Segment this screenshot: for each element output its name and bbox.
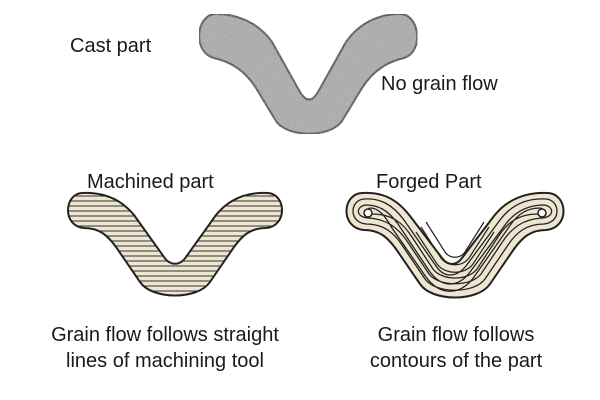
forged-caption-line1: Grain flow follows [377, 324, 535, 346]
no-grain-flow-label: No grain flow [381, 73, 498, 95]
forged-caption-line2: contours of the part [369, 350, 543, 372]
forged-part-label: Forged Part [376, 171, 482, 193]
cast-part-label: Cast part [70, 35, 152, 57]
machined-part-shape [67, 191, 283, 297]
machined-part-label: Machined part [87, 171, 214, 193]
cast-part-body [198, 12, 419, 135]
forged-part-shape [345, 191, 565, 299]
machined-caption-line2: lines of machining tool [66, 350, 264, 372]
machined-caption-line1: Grain flow follows straight [51, 324, 279, 346]
